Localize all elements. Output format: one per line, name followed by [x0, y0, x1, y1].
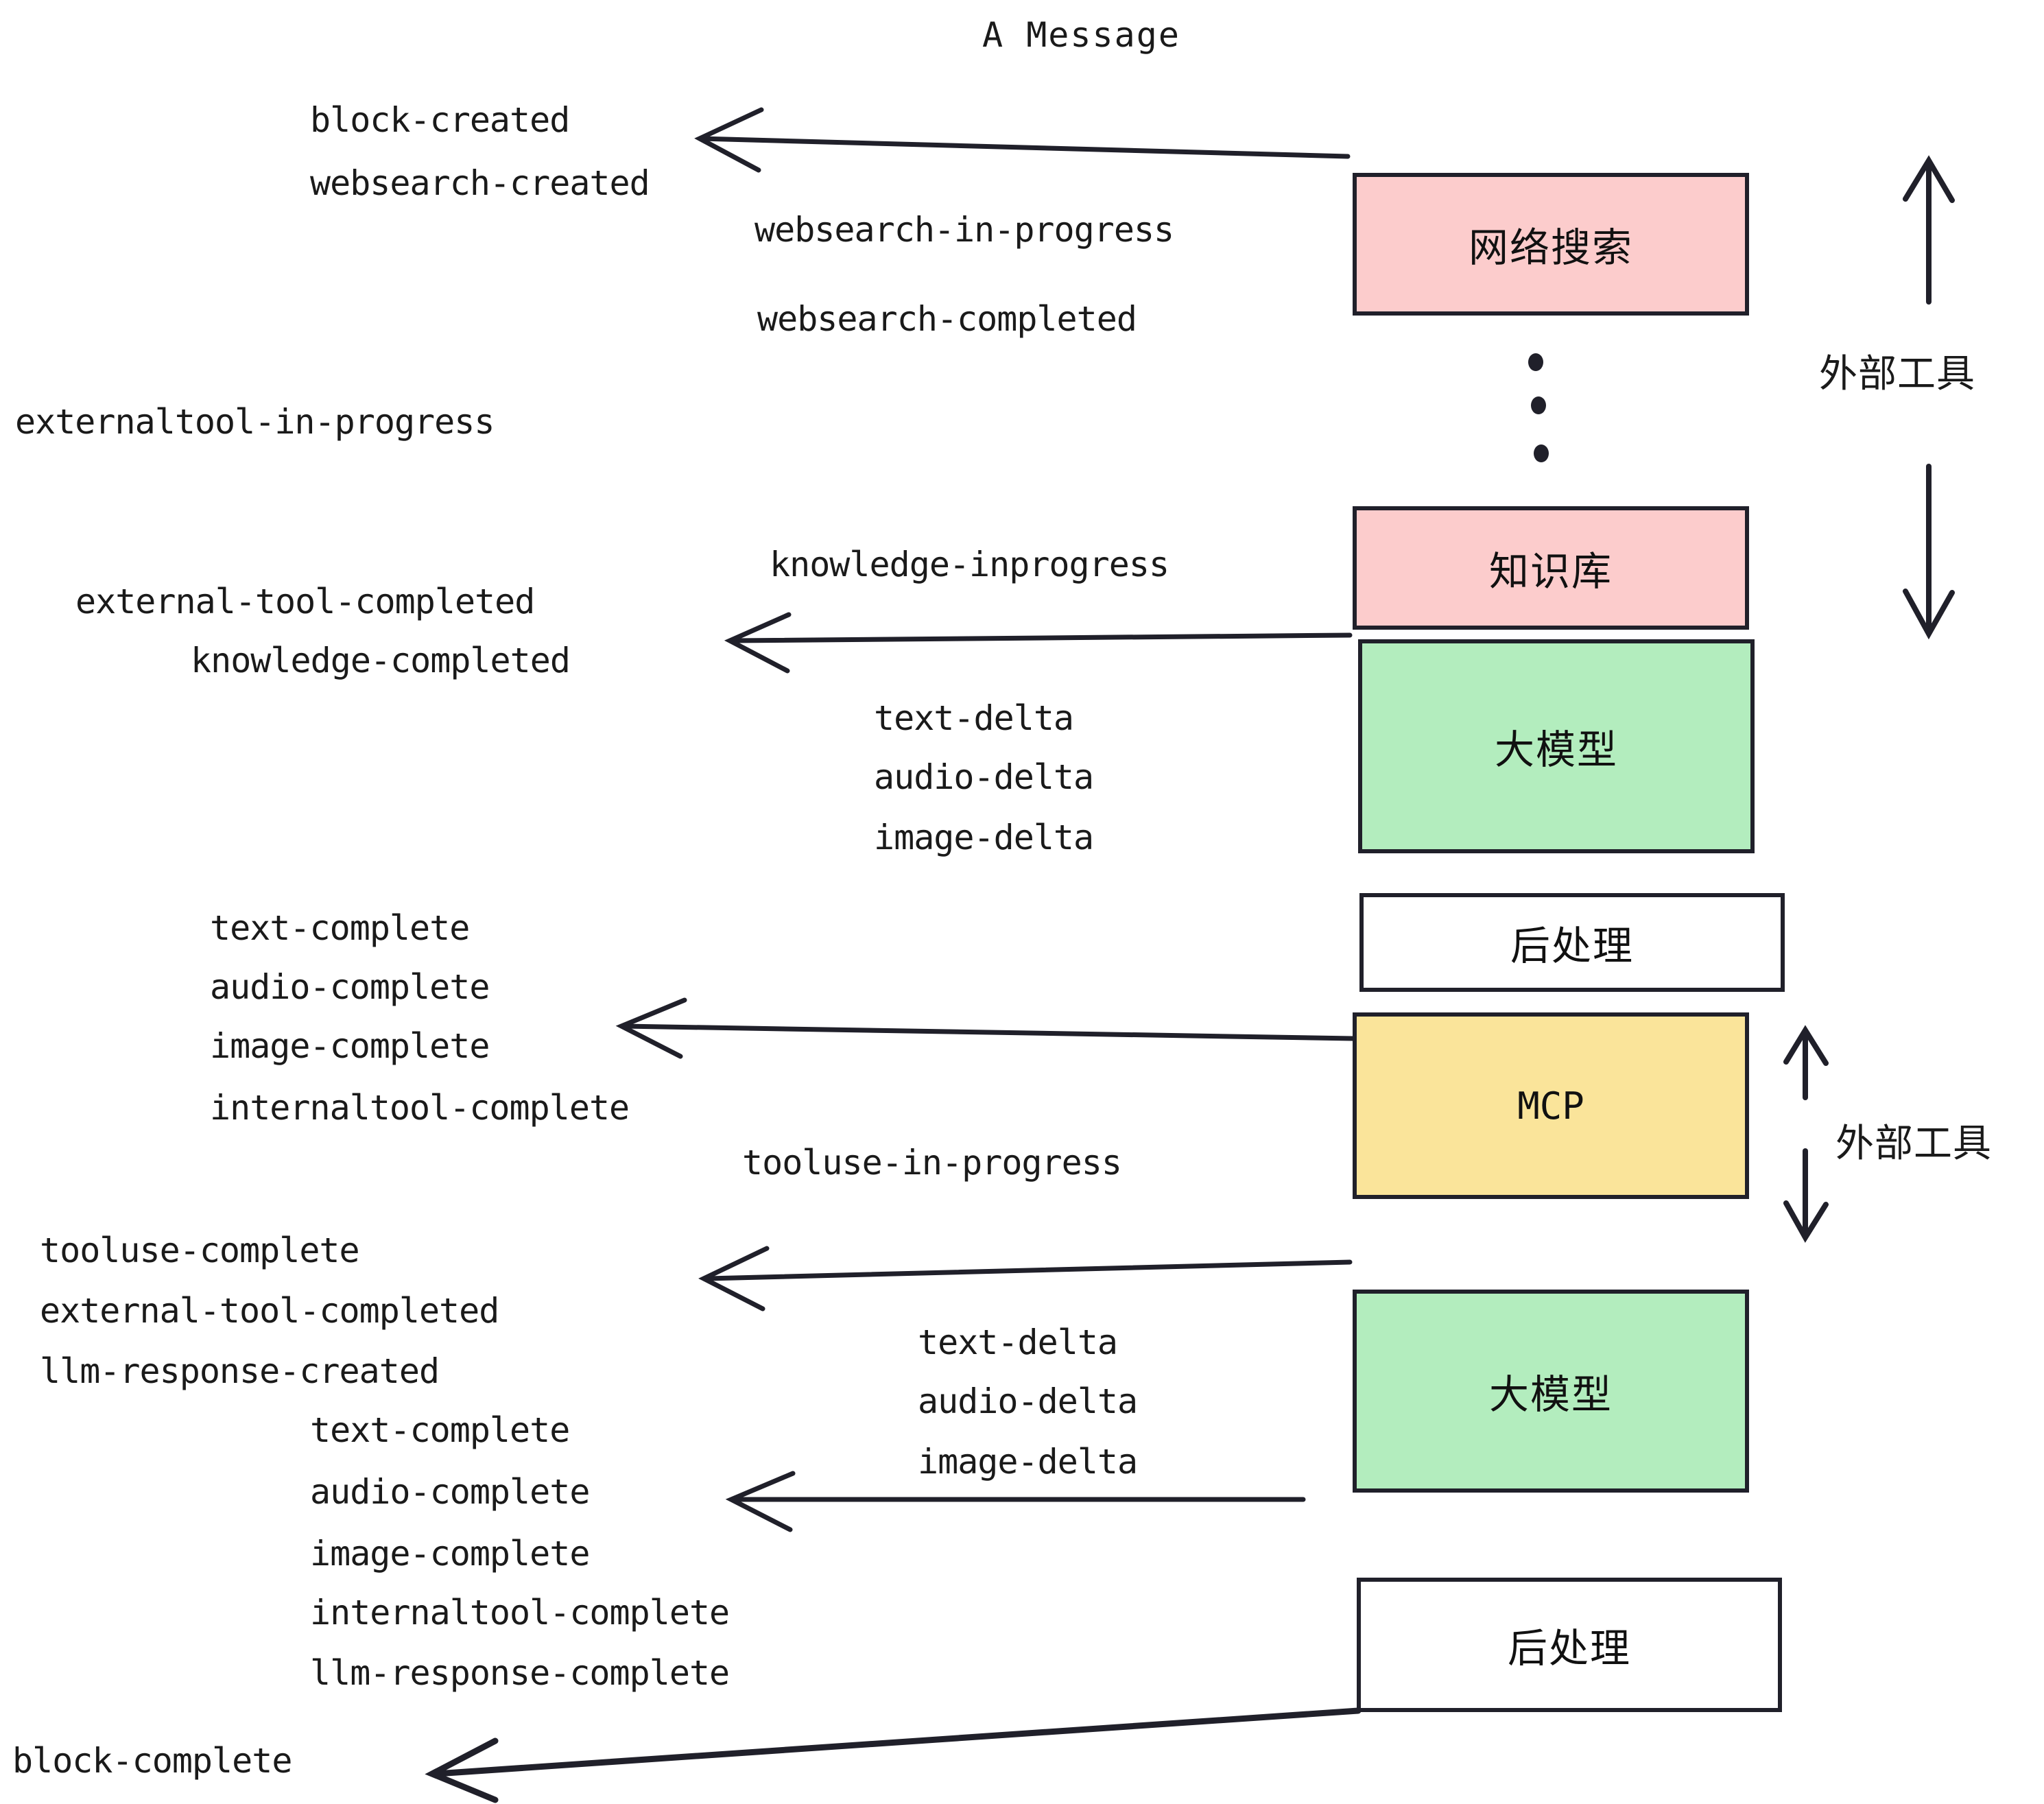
- event-external-tool-completed-2: external-tool-completed: [40, 1291, 499, 1331]
- node-websearch[interactable]: 网络搜索: [1353, 173, 1749, 316]
- ellipsis-dot-1: [1528, 353, 1543, 371]
- event-internaltool-complete-2: internaltool-complete: [310, 1593, 730, 1633]
- event-image-delta-1: image-delta: [874, 818, 1094, 857]
- arrow-knowledge-to-left: [724, 612, 1353, 674]
- ellipsis-dot-2: [1531, 396, 1546, 414]
- event-image-delta-2: image-delta: [918, 1442, 1138, 1482]
- event-text-complete-2: text-complete: [310, 1410, 570, 1450]
- arrow-postprocess2-to-left: [425, 1707, 1362, 1803]
- event-image-complete-1: image-complete: [210, 1026, 490, 1066]
- page-title: A Message: [982, 15, 1180, 55]
- event-websearch-completed: websearch-completed: [757, 299, 1137, 339]
- node-mcp[interactable]: MCP: [1353, 1012, 1749, 1199]
- event-llm-response-created: llm-response-created: [40, 1351, 440, 1391]
- node-postprocess-1[interactable]: 后处理: [1359, 893, 1785, 992]
- event-audio-complete-2: audio-complete: [310, 1472, 590, 1512]
- arrow-external-tool-bottom: [1783, 1025, 1829, 1243]
- label-external-tool-bottom: 外部工具: [1835, 1121, 1992, 1166]
- event-text-complete-1: text-complete: [210, 908, 470, 948]
- event-external-tool-completed-1: external-tool-completed: [75, 582, 535, 621]
- event-externaltool-in-progress: externaltool-in-progress: [15, 402, 495, 442]
- arrow-llm2-to-left: [725, 1471, 1306, 1532]
- event-text-delta-2: text-delta: [918, 1322, 1118, 1362]
- node-postprocess-2[interactable]: 后处理: [1357, 1578, 1782, 1712]
- node-llm-1[interactable]: 大模型: [1358, 639, 1755, 853]
- event-llm-response-complete: llm-response-complete: [310, 1653, 730, 1693]
- event-tooluse-in-progress: tooluse-in-progress: [742, 1143, 1122, 1183]
- event-audio-delta-1: audio-delta: [874, 757, 1094, 797]
- event-block-complete: block-complete: [12, 1741, 292, 1781]
- node-knowledge[interactable]: 知识库: [1353, 506, 1749, 630]
- node-llm-2[interactable]: 大模型: [1353, 1290, 1749, 1493]
- event-knowledge-inprogress: knowledge-inprogress: [770, 545, 1169, 584]
- event-image-complete-2: image-complete: [310, 1534, 590, 1574]
- label-external-tool-top: 外部工具: [1819, 352, 1975, 396]
- event-audio-complete-1: audio-complete: [210, 967, 490, 1007]
- event-audio-delta-2: audio-delta: [918, 1381, 1138, 1421]
- event-tooluse-complete: tooluse-complete: [40, 1231, 360, 1270]
- arrow-websearch-to-left: [694, 107, 1351, 173]
- event-websearch-created: websearch-created: [310, 163, 650, 203]
- arrow-mcp-to-left: [698, 1246, 1353, 1312]
- event-knowledge-completed: knowledge-completed: [191, 641, 571, 680]
- event-websearch-in-progress: websearch-in-progress: [754, 210, 1174, 250]
- event-block-created: block-created: [310, 100, 570, 140]
- event-internaltool-complete-1: internaltool-complete: [210, 1088, 630, 1128]
- ellipsis-dot-3: [1534, 444, 1549, 462]
- event-text-delta-1: text-delta: [874, 698, 1074, 738]
- arrow-postprocess-to-left: [615, 997, 1355, 1059]
